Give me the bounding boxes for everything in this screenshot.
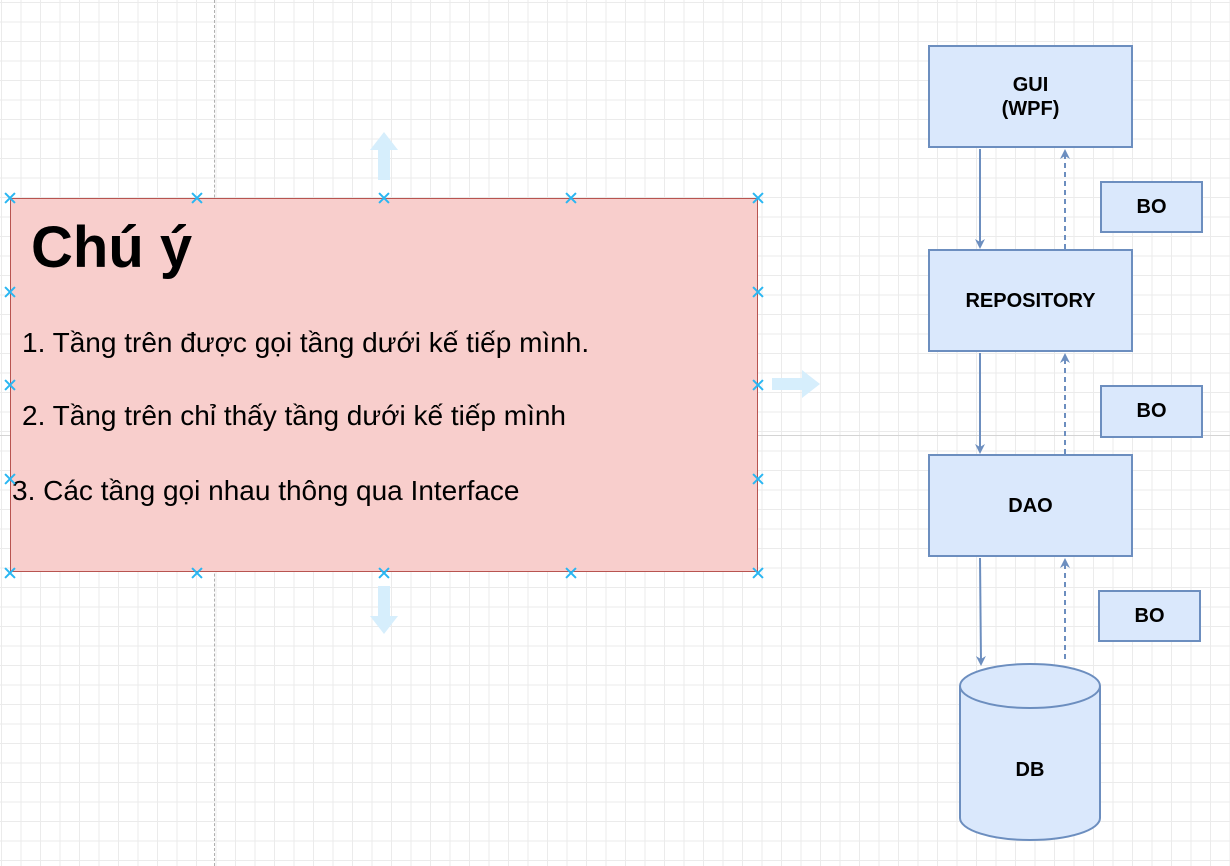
dao-to-db-arrow[interactable] (975, 557, 986, 666)
resize-handle-left-middle[interactable] (4, 379, 16, 391)
repository-label: REPOSITORY (965, 289, 1096, 312)
db-cylinder[interactable] (959, 663, 1101, 841)
resize-handle-bottom-left[interactable] (4, 567, 16, 579)
note-title: Chú ý (31, 215, 193, 280)
bo-label-1: BO (1136, 195, 1167, 218)
repository-layer-box[interactable]: REPOSITORY (928, 249, 1133, 352)
resize-handle-top-center[interactable] (378, 192, 390, 204)
bo-box-1[interactable]: BO (1100, 181, 1203, 233)
bo-box-3[interactable]: BO (1098, 590, 1201, 642)
resize-handle-bottom-quarter-right[interactable] (565, 567, 577, 579)
hover-arrow-up-icon[interactable] (370, 132, 398, 180)
bo-box-2[interactable]: BO (1100, 385, 1203, 438)
hover-arrow-right-icon[interactable] (772, 370, 820, 398)
resize-handle-left-upper[interactable] (4, 286, 16, 298)
resize-handle-left-lower[interactable] (4, 473, 16, 485)
resize-handle-right-lower[interactable] (752, 473, 764, 485)
gui-layer-box[interactable]: GUI (WPF) (928, 45, 1133, 148)
resize-handle-bottom-right[interactable] (752, 567, 764, 579)
note-line-2: 2. Tầng trên chỉ thấy tầng dưới kế tiếp … (22, 400, 567, 431)
gui-label: GUI (1012, 73, 1049, 96)
note-shape[interactable]: Chú ý 1. Tầng trên được gọi tầng dưới kế… (10, 198, 758, 572)
dao-layer-box[interactable]: DAO (928, 454, 1133, 557)
resize-handle-top-right[interactable] (752, 192, 764, 204)
gui-sublabel: (WPF) (1001, 97, 1060, 120)
note-line-1: 1. Tầng trên được gọi tầng dưới kế tiếp … (22, 327, 590, 358)
db-label: DB (1015, 759, 1045, 781)
note-line-3: 3. Các tầng gọi nhau thông qua Interface (12, 475, 520, 506)
resize-handle-right-middle[interactable] (752, 379, 764, 391)
resize-handle-bottom-center[interactable] (378, 567, 390, 579)
resize-handle-top-quarter-right[interactable] (565, 192, 577, 204)
resize-handle-top-quarter-left[interactable] (191, 192, 203, 204)
resize-handle-right-upper[interactable] (752, 286, 764, 298)
bo-label-2: BO (1136, 400, 1167, 422)
resize-handle-top-left[interactable] (4, 192, 16, 204)
resize-handle-bottom-quarter-left[interactable] (191, 567, 203, 579)
dao-label: DAO (1008, 494, 1053, 517)
hover-arrow-down-icon[interactable] (370, 586, 398, 634)
bo-label-3: BO (1134, 604, 1165, 627)
